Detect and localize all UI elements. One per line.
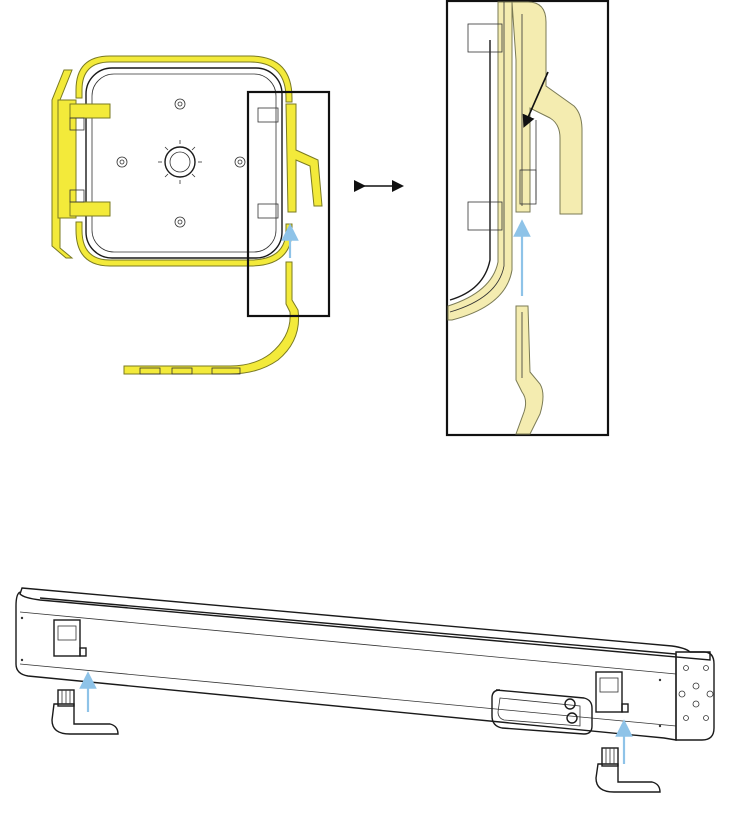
bracket-outer-frame (76, 56, 292, 102)
screw-holes (117, 99, 245, 227)
centre-hub (158, 140, 202, 184)
lower-bracket (124, 262, 299, 374)
upper-tab (468, 24, 502, 52)
soundbar-top (20, 588, 710, 660)
right-clip (286, 104, 322, 212)
left-mount-slot (54, 620, 86, 656)
bracket-cross-section (52, 56, 329, 374)
detail-magnified-view (447, 1, 608, 435)
left-foot-bracket (52, 690, 118, 734)
soundbar-with-brackets (16, 588, 714, 792)
right-mount-slot (596, 672, 628, 712)
bracket-hook-detail (512, 2, 582, 214)
right-foot-bracket (596, 748, 660, 792)
connector-panel (492, 690, 592, 734)
lower-tab (468, 202, 502, 230)
lower-bracket-detail (516, 306, 543, 434)
housing-body (86, 68, 282, 258)
